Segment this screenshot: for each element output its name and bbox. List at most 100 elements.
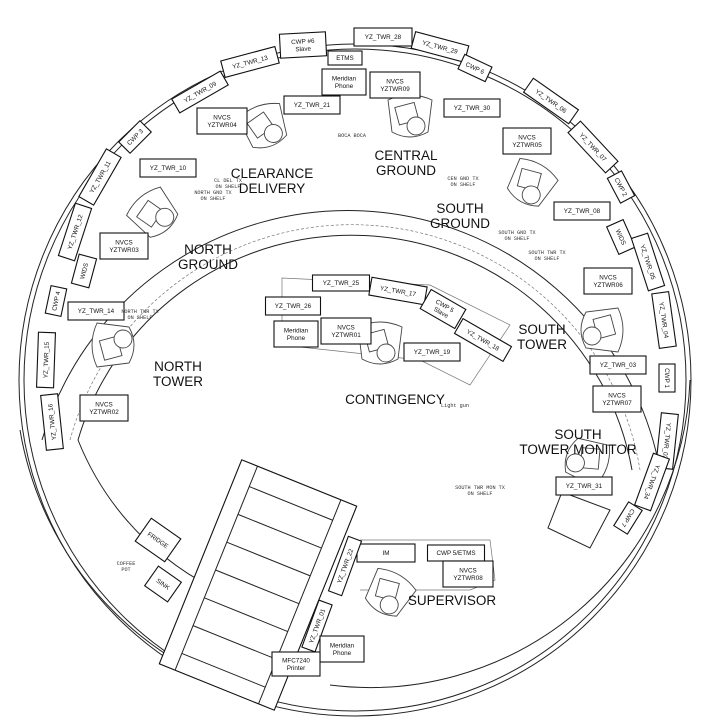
box-label: YZTWR07	[602, 400, 632, 407]
position-labels: CLEARANCEDELIVERYCENTRALGROUNDSOUTHGROUN…	[153, 148, 637, 608]
equipment-box-wids: WIDS	[70, 253, 98, 289]
position-label-central-ground: CENTRAL	[374, 148, 438, 163]
equipment-box-yz-twr-06: YZ_TWR_06	[522, 77, 580, 125]
box-label: YZTWR08	[453, 575, 483, 582]
annotation-south-twr-tx-on-shelf: SOUTH TWR TX	[528, 250, 566, 256]
box-label: YZ_TWR_15	[43, 341, 51, 378]
position-label-central-ground: GROUND	[376, 163, 436, 178]
south-monitor-desk	[547, 491, 611, 549]
box-label: Meridian	[330, 642, 355, 649]
position-label-contingency: CONTINGENCY	[345, 392, 445, 407]
stair-tread	[237, 513, 322, 549]
stair-tread	[226, 541, 311, 577]
equipment-box-yz-twr-05: YZ_TWR_05	[630, 232, 666, 292]
equipment-box-yz-twr-26: YZ_TWR_26	[264, 296, 322, 316]
supervisor-desk	[360, 539, 496, 591]
equipment-box-yz-twr-25: YZ_TWR_25	[311, 274, 371, 292]
box-label: YZTWR03	[109, 247, 139, 254]
position-label-clearance-delivery: CLEARANCE	[231, 166, 314, 181]
position-label-clearance-delivery: DELIVERY	[239, 181, 306, 196]
box-outline	[443, 98, 501, 118]
equipment-box-yz-twr-08: YZ_TWR_08	[553, 201, 611, 221]
box-label: YZ_TWR_03	[600, 362, 637, 369]
equipment-box-yz-twr-07: YZ_TWR_07	[567, 120, 619, 174]
box-outline	[592, 385, 642, 413]
staircase	[158, 459, 358, 711]
equipment-box-etms: ETMS	[327, 50, 363, 66]
stair-tread	[181, 652, 266, 688]
box-outline	[264, 296, 322, 316]
position-label-north-ground: GROUND	[178, 257, 238, 272]
equipment-box-yz-twr-15: YZ_TWR_15	[35, 331, 57, 389]
box-outline	[170, 70, 230, 114]
box-label: CWP #6	[291, 38, 315, 46]
box-label: NVCS	[518, 134, 536, 141]
box-label: IM	[383, 550, 390, 557]
box-outline	[369, 71, 421, 99]
box-label: Phone	[333, 650, 352, 657]
annotation-coffee-pot: POT	[121, 567, 130, 573]
equipment-box-yz-twr-03: YZ_TWR_03	[589, 355, 647, 375]
stair-tread	[204, 597, 288, 632]
annotation-coffee-pot: COFFEE	[117, 561, 136, 567]
box-label: Phone	[287, 335, 306, 342]
position-label-south-tower: SOUTH	[518, 322, 565, 337]
box-label: NVCS	[386, 78, 404, 85]
box-outline	[35, 331, 57, 389]
box-label: ETMS	[336, 55, 354, 62]
box-outline	[99, 232, 149, 260]
equipment-box-cwp-2: CWP 2	[606, 170, 636, 204]
box-outline	[589, 355, 647, 375]
annotation-north-gnd-tx-on-shelf: NORTH GND TX	[194, 190, 232, 196]
box-label: CWP 1	[663, 368, 670, 388]
box-outline	[567, 120, 619, 174]
position-label-supervisor: SUPERVISOR	[408, 593, 497, 608]
equipment-box-yz-twr-29: YZ_TWR_29	[410, 30, 470, 64]
equipment-box-yz-twr-04: YZ_TWR_04	[651, 290, 677, 350]
box-outline	[220, 45, 280, 79]
box-outline	[553, 201, 611, 221]
equipment-box-yz-twr-34: YZ_TWR_34	[633, 452, 671, 512]
operator-chair	[91, 322, 135, 368]
box-outline	[658, 363, 676, 393]
box-label: YZTWR06	[593, 282, 623, 289]
box-outline	[78, 148, 122, 206]
box-label: YZ_TWR_10	[150, 165, 187, 172]
equipment-box-yz-twr-12: YZ_TWR_12	[57, 202, 93, 262]
position-label-south-tower-monitor: SOUTH	[554, 427, 601, 442]
operator-chair	[387, 94, 433, 138]
chairs	[91, 94, 624, 617]
box-outline	[319, 635, 365, 663]
box-outline	[40, 393, 64, 451]
box-outline	[353, 27, 413, 47]
box-outline	[79, 394, 129, 422]
operator-chair	[564, 437, 611, 488]
position-label-south-ground: SOUTH	[436, 201, 483, 216]
annotation-light-gun: Light gun	[441, 403, 469, 409]
box-label: YZ_TWR_21	[294, 102, 331, 109]
box-outline	[410, 30, 470, 64]
supervisor-arc	[329, 379, 691, 689]
box-label: NVCS	[95, 401, 113, 408]
box-outline	[613, 501, 643, 535]
box-outline	[457, 53, 493, 83]
box-outline	[442, 560, 494, 588]
annotation-cen-gnd-tx-on-shelf: ON SHELF	[451, 182, 476, 188]
box-outline	[44, 284, 68, 318]
annotation-south-gnd-tx-on-shelf: ON SHELF	[505, 236, 530, 242]
box-label: YZTWR05	[512, 142, 542, 149]
